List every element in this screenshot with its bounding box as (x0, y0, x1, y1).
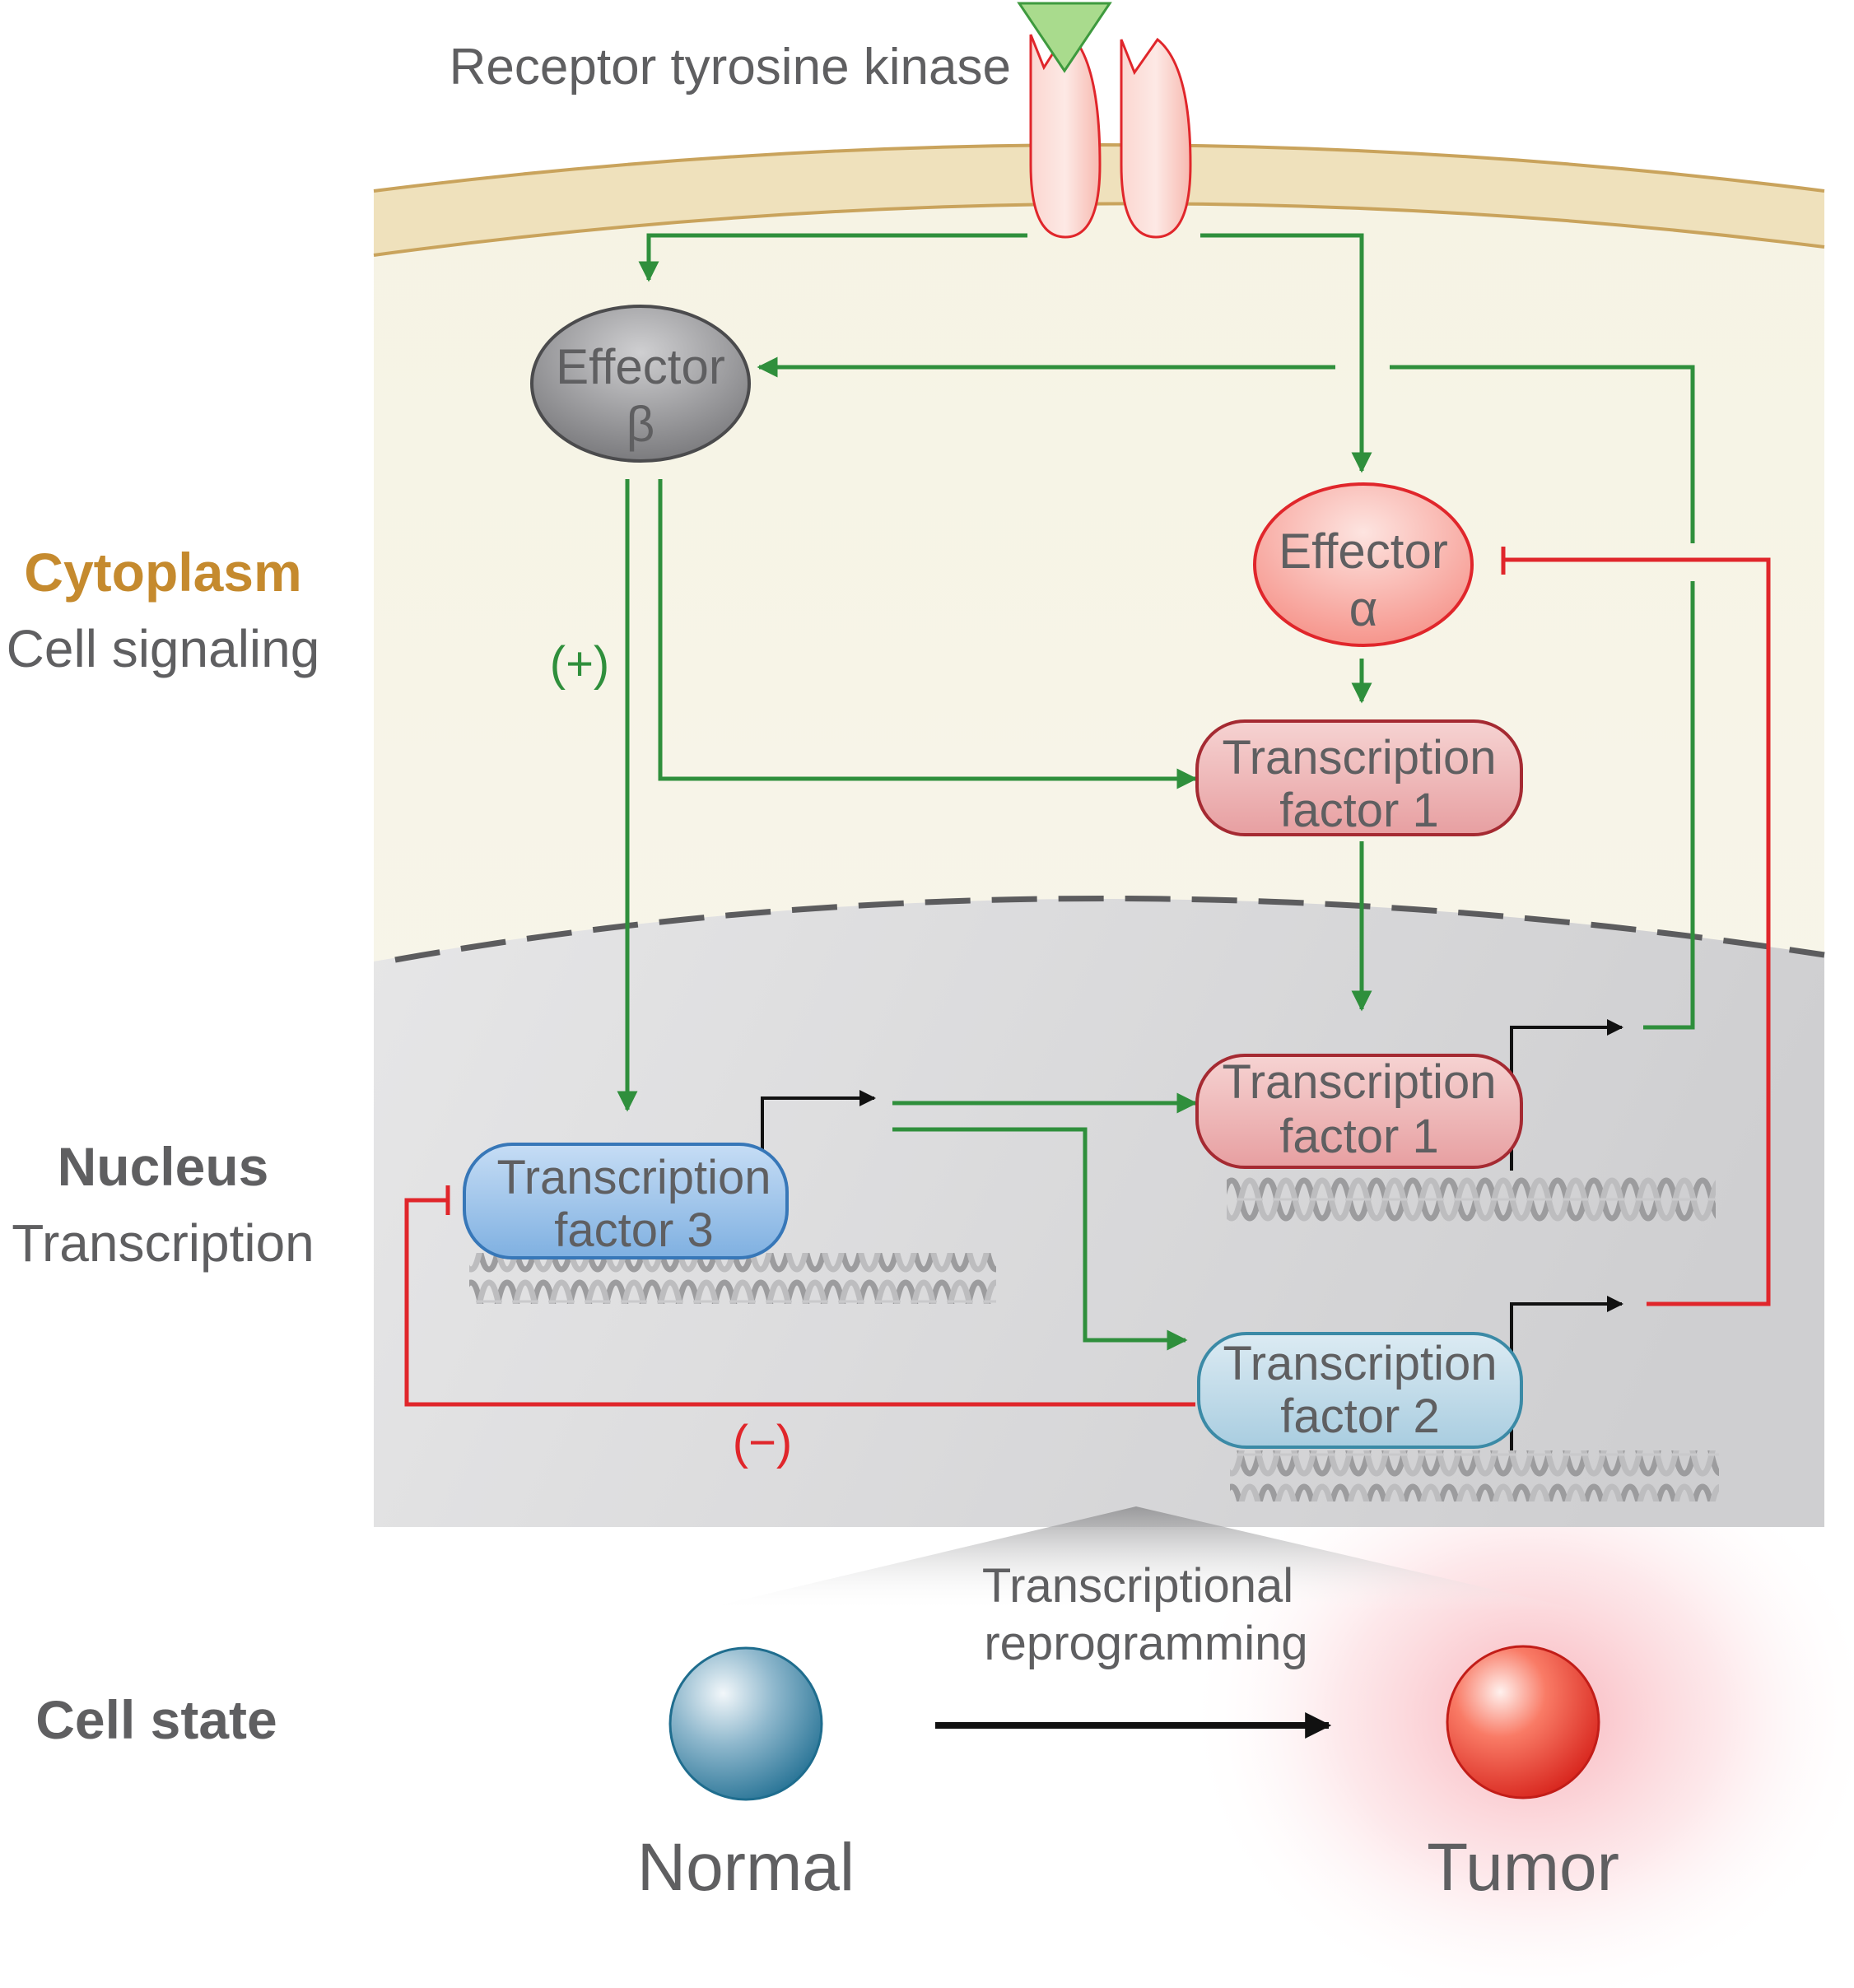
normal-label: Normal (637, 1830, 855, 1905)
tf2-line1: Transcription (1223, 1337, 1497, 1390)
rtk-left-subunit (1029, 29, 1102, 239)
rtk-right-subunit (1120, 37, 1192, 239)
edge-rtk-to-effector-alpha (1200, 233, 1372, 473)
edge-beta-to-tf1-cyto (658, 479, 1198, 789)
reprogramming-line2: reprogramming (984, 1617, 1307, 1670)
edge-tf2-inhibits-tf3 (404, 1198, 1195, 1407)
dna-tf1 (1227, 1174, 1716, 1225)
nucleus-subtitle: Transcription (12, 1213, 314, 1273)
edge-rtk-to-effector-beta (638, 233, 1027, 282)
tf1-nucleus-node[interactable]: Transcription factor 1 (1195, 1054, 1523, 1169)
tf3-line1: Transcription (496, 1151, 771, 1204)
edge-tf1-feedback (1643, 581, 1695, 1030)
dna-tf3 (469, 1253, 996, 1304)
effector-alpha-line2: α (1349, 581, 1378, 636)
tumor-cell-sphere (1446, 1645, 1600, 1799)
tf2-node[interactable]: Transcription factor 2 (1197, 1332, 1523, 1449)
tumor-label: Tumor (1427, 1830, 1619, 1905)
tf2-line2: factor 2 (1280, 1390, 1439, 1443)
tf1-cytoplasm-line1: Transcription (1222, 731, 1496, 784)
effector-alpha-node[interactable]: Effector α (1253, 482, 1474, 647)
cell-state-title: Cell state (35, 1689, 277, 1750)
tss-arrow-tf3 (761, 1090, 876, 1151)
ligand-triangle (1017, 2, 1112, 73)
edge-tf2-inhibits-alpha (1503, 557, 1771, 1306)
reprogramming-funnel (692, 1506, 1589, 1612)
dna-tf2 (1230, 1450, 1719, 1501)
receptor-label: Receptor tyrosine kinase (450, 39, 1011, 95)
cytoplasm-title: Cytoplasm (24, 542, 301, 603)
tf1-nucleus-line2: factor 1 (1279, 1110, 1438, 1163)
negative-label: (−) (733, 1416, 793, 1469)
reprogramming-line1: Transcriptional (982, 1559, 1293, 1613)
tf3-line2: factor 3 (554, 1204, 713, 1257)
tf1-cytoplasm-node[interactable]: Transcription factor 1 (1195, 719, 1523, 837)
plasma-membrane (374, 145, 1824, 255)
effector-beta-node[interactable]: Effector β (530, 305, 751, 463)
normal-cell-sphere (668, 1646, 823, 1801)
effector-beta-line1: Effector (556, 339, 725, 394)
tf1-nucleus-line1: Transcription (1222, 1055, 1496, 1109)
nucleus-title: Nucleus (58, 1136, 269, 1197)
positive-label: (+) (550, 637, 610, 691)
nuclear-envelope (394, 896, 1825, 963)
effector-alpha-line1: Effector (1279, 524, 1448, 579)
effector-beta-line2: β (627, 397, 655, 452)
cytoplasm-subtitle: Cell signaling (7, 619, 320, 678)
tf3-node[interactable]: Transcription factor 3 (463, 1143, 789, 1259)
tf1-cytoplasm-line2: factor 1 (1279, 784, 1438, 837)
edge-tf3-to-tf2 (892, 1127, 1188, 1351)
edge-feedback-to-effector-beta (1390, 365, 1695, 543)
receptor-tyrosine-kinase (1017, 2, 1192, 239)
